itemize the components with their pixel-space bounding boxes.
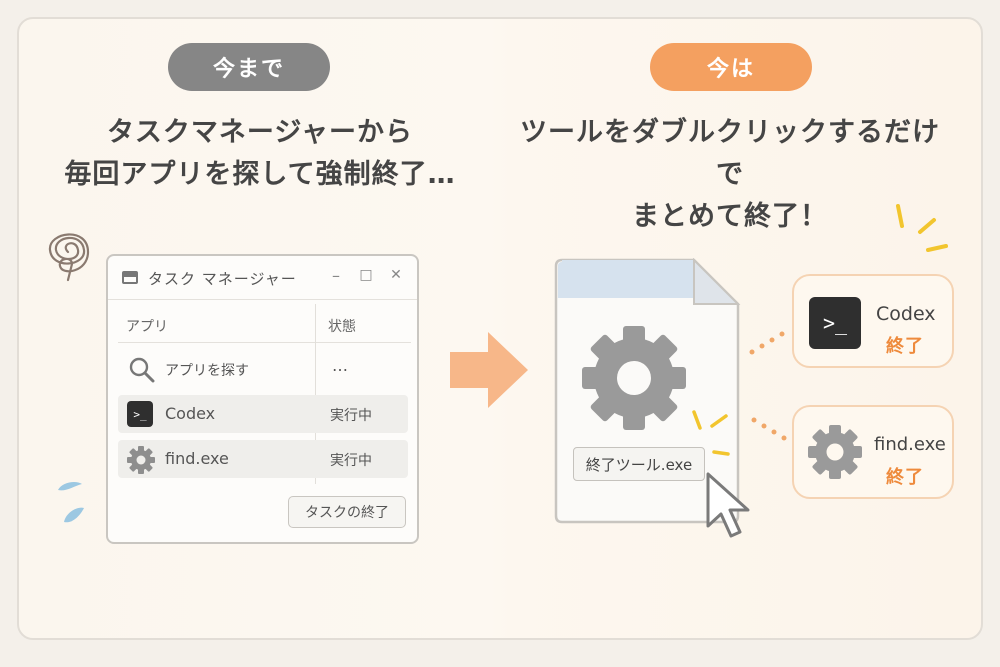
table-row-search[interactable]: アプリを探す … [118, 350, 408, 388]
end-task-button[interactable]: タスクの終了 [288, 496, 406, 528]
task-manager-title: タスク マネージャー [148, 270, 297, 288]
terminal-icon: >_ [809, 297, 861, 349]
search-icon [129, 357, 155, 383]
column-header-app: アプリ [126, 319, 168, 335]
maximize-icon[interactable]: □ [359, 267, 373, 283]
result-card-find: find.exe 終了 [792, 405, 954, 499]
scribble-icon [48, 233, 90, 282]
gear-icon [127, 446, 155, 474]
now-badge: 今は [650, 43, 812, 91]
task-manager-window: タスク マネージャー – □ ✕ アプリ 状態 アプリを探す … >_ Code… [106, 254, 419, 544]
result-app-name: Codex [876, 303, 936, 325]
row-app-name: Codex [165, 404, 216, 423]
gear-icon [808, 425, 862, 479]
close-icon[interactable]: ✕ [390, 267, 402, 283]
sweat-drops-icon [58, 482, 84, 523]
table-row-codex[interactable]: >_ Codex 実行中 [118, 395, 408, 433]
gear-icon [582, 326, 686, 430]
table-row-find[interactable]: find.exe 実行中 [118, 440, 408, 478]
window-app-icon [122, 271, 138, 284]
column-header-status: 状態 [328, 319, 356, 335]
terminal-icon: >_ [127, 401, 153, 427]
arrow-right-icon [450, 332, 528, 408]
result-action: 終了 [886, 336, 924, 357]
row-status: … [332, 356, 350, 375]
result-action: 終了 [886, 467, 924, 488]
header-divider [118, 342, 411, 343]
row-status: 実行中 [330, 453, 372, 469]
sparkle-icon [896, 204, 948, 252]
task-manager-titlebar: タスク マネージャー – □ ✕ [108, 256, 417, 300]
before-badge: 今まで [168, 43, 330, 91]
before-headline: タスクマネージャーから 毎回アプリを探して強制終了… [40, 112, 480, 196]
column-divider [315, 304, 316, 484]
before-headline-line1: タスクマネージャーから [106, 117, 414, 148]
before-headline-line2: 毎回アプリを探して強制終了… [64, 159, 456, 190]
connector-dots [749, 331, 787, 441]
minimize-icon[interactable]: – [332, 266, 340, 285]
now-headline-line1: ツールをダブルクリックするだけで [520, 117, 940, 190]
click-sparkle-icon [692, 410, 730, 456]
row-status: 実行中 [330, 408, 372, 424]
result-app-name: find.exe [874, 434, 946, 455]
row-app-name: find.exe [165, 449, 229, 468]
now-headline-line2: まとめて終了！ [632, 201, 828, 232]
mouse-cursor-icon [706, 472, 750, 538]
now-headline: ツールをダブルクリックするだけで まとめて終了！ [510, 112, 950, 238]
row-app-name: アプリを探す [165, 363, 249, 379]
tool-file-label[interactable]: 終了ツール.exe [573, 447, 705, 481]
result-card-codex: >_ Codex 終了 [792, 274, 954, 368]
